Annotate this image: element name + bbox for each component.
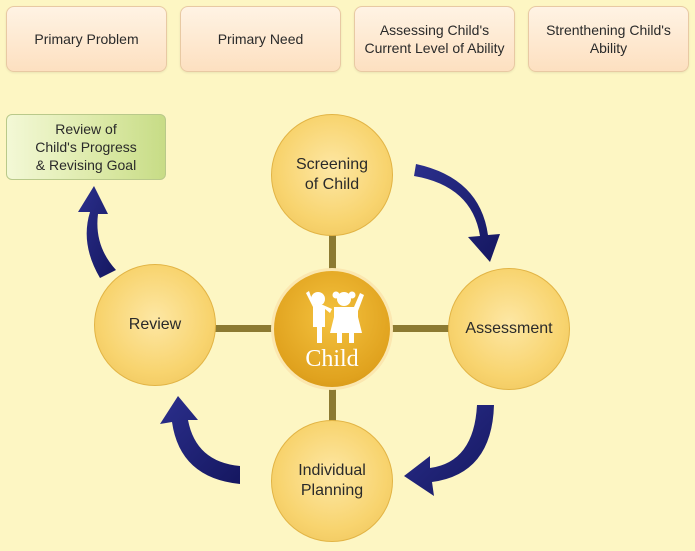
arrow-planning-to-review bbox=[160, 396, 240, 484]
circle-assessment-label: Assessment bbox=[465, 320, 553, 337]
top-box-label: Primary Problem bbox=[34, 31, 139, 47]
children-icon bbox=[306, 291, 364, 343]
circle-planning-label: Individual Planning bbox=[298, 462, 366, 499]
center-label: Child bbox=[305, 346, 359, 372]
top-box-label: Primary Need bbox=[217, 31, 304, 47]
connector-left bbox=[212, 325, 274, 332]
top-box-primary-problem: Primary Problem bbox=[6, 6, 167, 72]
review-progress-label: Review of Child's Progress & Revising Go… bbox=[35, 121, 137, 173]
top-box-primary-need: Primary Need bbox=[180, 6, 341, 72]
top-box-label: Assessing Child's Current Level of Abili… bbox=[364, 22, 505, 56]
center-circle: Child bbox=[271, 268, 393, 390]
circle-planning: Individual Planning bbox=[271, 420, 393, 542]
top-box-assessing-ability: Assessing Child's Current Level of Abili… bbox=[354, 6, 515, 72]
connector-right bbox=[390, 325, 452, 332]
arrow-review-to-progress bbox=[78, 186, 116, 278]
top-box-strengthening-ability: Strenthening Child's Ability bbox=[528, 6, 689, 72]
arrow-screening-to-assessment bbox=[414, 164, 500, 262]
top-box-label: Strenthening Child's Ability bbox=[546, 22, 671, 56]
arrow-assessment-to-planning bbox=[404, 405, 494, 496]
circle-assessment: Assessment bbox=[448, 268, 570, 390]
review-progress-box: Review of Child's Progress & Revising Go… bbox=[6, 114, 166, 180]
circle-screening-label: Screening of Child bbox=[295, 156, 369, 193]
connector-bottom bbox=[329, 386, 336, 424]
circle-review: Review bbox=[94, 264, 216, 386]
circle-screening: Screening of Child bbox=[271, 114, 393, 236]
connector-top bbox=[329, 232, 336, 272]
circle-review-label: Review bbox=[128, 316, 182, 333]
